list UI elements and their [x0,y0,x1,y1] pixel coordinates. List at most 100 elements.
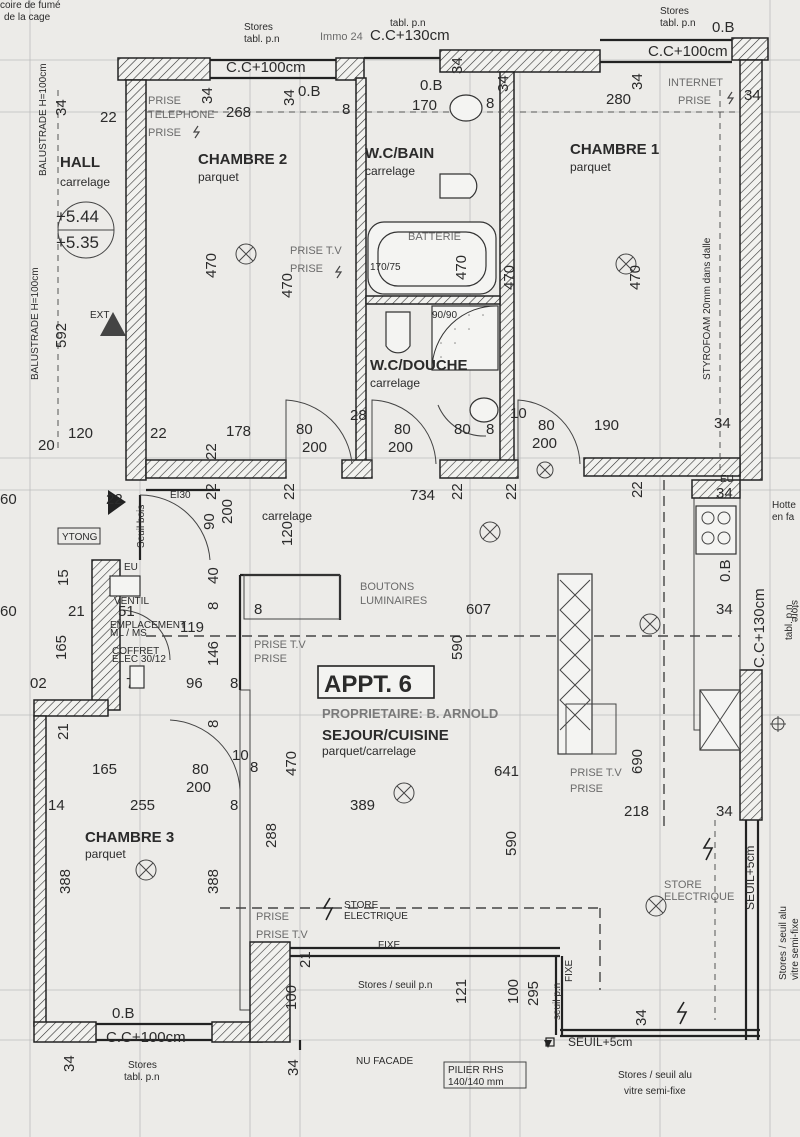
svg-text:280: 280 [606,91,631,108]
room-sejour-name: SEJOUR/CUISINE [322,727,449,744]
svg-text:120: 120 [68,425,93,442]
door-chambre3 [169,719,241,791]
internet-label: INTERNET [668,77,723,89]
svg-text:268: 268 [226,104,251,121]
svg-text:PRISE T.V: PRISE T.V [290,245,342,257]
svg-text:200: 200 [388,439,413,456]
cooktop [695,505,737,555]
light-icon [639,613,661,635]
svg-text:470: 470 [453,255,470,280]
room-douche-name: W.C/DOUCHE [370,357,468,374]
stores-seuil-label: Stores / seuil p.n [358,980,432,991]
svg-text:165: 165 [53,635,70,660]
light-icon [536,461,554,479]
svg-text:EMPLACEMENT: EMPLACEMENT [110,620,186,631]
svg-text:690: 690 [629,749,646,774]
svg-text:20: 20 [38,437,55,454]
level-1: +5.44 [56,207,99,226]
svg-text:carrelage: carrelage [365,164,415,178]
svg-text:200: 200 [532,435,557,452]
svg-text:22: 22 [203,483,220,500]
svg-text:22: 22 [203,443,220,460]
svg-text:34: 34 [495,75,512,92]
toilet-bain [439,173,478,199]
svg-text:ML / MS: ML / MS [110,628,147,639]
styrofoam-label: STYROFOAM 20mm dans dalle [702,237,713,380]
ytong-box [57,527,101,545]
svg-text:10: 10 [232,747,249,764]
svg-text:592: 592 [53,323,70,348]
cc100-top-left: C.C+100cm [226,59,306,76]
svg-text:34: 34 [61,1055,78,1072]
svg-text:PRISE T.V: PRISE T.V [254,639,306,651]
svg-text:tabl. p.n: tabl. p.n [784,604,795,640]
wall-right-middle [739,669,763,821]
svg-text:34: 34 [449,57,466,74]
svg-text:14: 14 [48,797,65,814]
svg-text:590: 590 [449,635,466,660]
svg-text:VENTIL: VENTIL [114,596,149,607]
svg-text:Hotte: Hotte [772,500,796,511]
svg-text:190: 190 [594,417,619,434]
svg-text:22: 22 [106,491,123,508]
door-chambre1 [517,399,581,476]
svg-text:tabl. p.n: tabl. p.n [124,1072,160,1083]
svg-text:8: 8 [205,602,222,610]
light-icon [135,859,157,881]
svg-text:470: 470 [501,265,518,290]
svg-text:0.B: 0.B [298,83,321,100]
svg-text:80: 80 [296,421,313,438]
svg-text:34: 34 [633,1009,650,1026]
svg-text:100: 100 [505,979,522,1004]
svg-text:PRISE: PRISE [148,127,181,139]
door-technical [119,609,171,661]
cc100-top-right: C.C+100cm [648,43,728,60]
door-bain [371,399,437,476]
svg-text:60: 60 [0,491,17,508]
svg-text:TELEPHONE: TELEPHONE [148,109,215,121]
tabl-top-center: tabl. p.n [390,18,426,29]
svg-text:470: 470 [283,751,300,776]
entrance-arrow-icon [108,490,126,515]
svg-text:34: 34 [714,415,731,432]
svg-text:200: 200 [219,499,236,524]
svg-text:34: 34 [744,87,761,104]
svg-text:22: 22 [150,425,167,442]
svg-text:FIXE: FIXE [564,959,575,982]
svg-text:22: 22 [503,483,520,500]
svg-text:PRISE: PRISE [290,263,323,275]
cc130-top: C.C+130cm [370,27,450,44]
corner-label-2: de la cage [4,12,51,23]
svg-text:en fa: en fa [772,512,795,523]
svg-text:90/90: 90/90 [432,310,457,321]
wall-chambre3-left [33,715,47,1027]
svg-text:PILIER RHS: PILIER RHS [448,1065,504,1076]
svg-text:EU: EU [124,562,138,573]
svg-text:vitre semi-fixe: vitre semi-fixe [790,918,800,980]
pillar-marker [545,1037,555,1047]
doors [119,399,581,791]
light-icon [615,253,637,275]
svg-text:34: 34 [53,99,70,116]
dimensions: 22 268 34 8 170 8 280 34 34 470 470 470 … [0,57,761,1076]
bath-fixtures [367,94,499,423]
svg-text:ELECTRIQUE: ELECTRIQUE [664,891,734,903]
toilet-douche [385,311,411,354]
seuil-bottom: SEUIL+5cm [568,1035,632,1049]
svg-text:8: 8 [205,720,222,728]
walls [33,37,769,1050]
svg-text:C.C+130cm: C.C+130cm [751,588,768,668]
room-chambre3-name: CHAMBRE 3 [85,829,174,846]
corner-label-1: coire de fumé [0,0,61,11]
svg-text:BALUSTRADE H=100cm: BALUSTRADE H=100cm [30,267,41,380]
svg-text:parquet: parquet [570,160,611,174]
svg-text:21: 21 [55,723,72,740]
svg-text:STORE: STORE [664,879,702,891]
svg-text:96: 96 [186,675,203,692]
svg-text:80: 80 [454,421,471,438]
svg-text:EI30: EI30 [170,490,191,501]
svg-text:80: 80 [192,761,209,778]
svg-text:22: 22 [449,483,466,500]
title-box [317,665,435,699]
level-2: +5.35 [56,233,99,252]
